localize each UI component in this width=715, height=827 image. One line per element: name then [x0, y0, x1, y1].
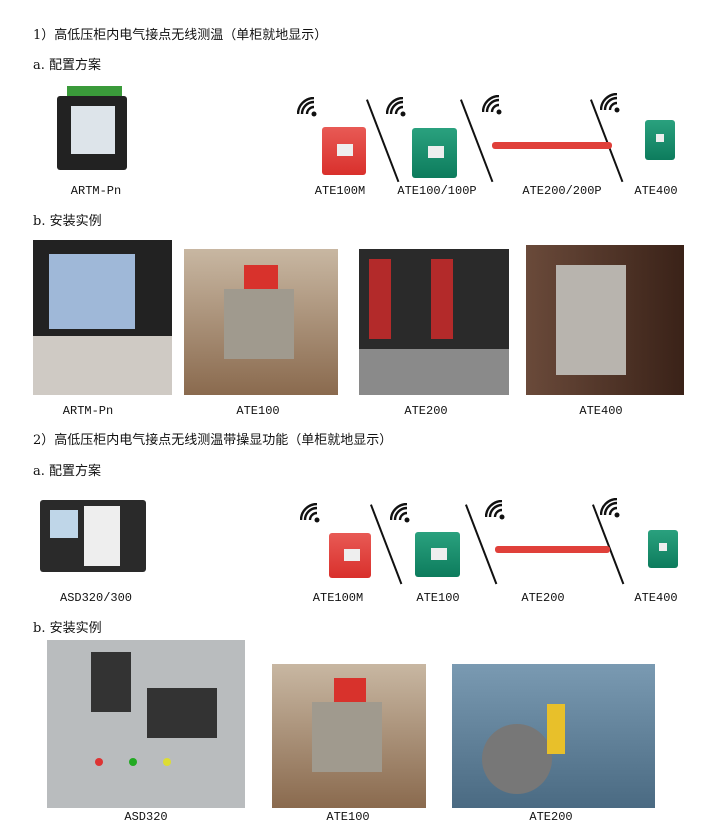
wifi-icon — [600, 498, 622, 520]
section2-config-label: a. 配置方案 — [33, 464, 102, 479]
wifi-icon — [390, 503, 412, 525]
config-label: ATE100 — [416, 591, 460, 605]
wifi-icon — [386, 97, 408, 119]
section1-config-label: a. 配置方案 — [33, 58, 102, 73]
ate400-image — [645, 120, 675, 160]
section2-heading: 2）高低压柜内电气接点无线测温带操显功能（单柜就地显示） — [33, 433, 393, 448]
install-label: ATE200 — [529, 810, 573, 824]
ate100-install-photo — [184, 249, 338, 395]
config-label: ATE100M — [314, 184, 366, 198]
ate100m-image — [322, 127, 366, 175]
wifi-icon — [600, 93, 622, 115]
install-label: ATE200 — [404, 404, 448, 418]
install-label: ATE100 — [326, 810, 370, 824]
section1-heading: 1）高低压柜内电气接点无线测温（单柜就地显示） — [33, 28, 328, 43]
wifi-icon — [300, 503, 322, 525]
ate100-image — [412, 128, 457, 178]
asd320-install-photo — [47, 640, 245, 808]
wifi-icon — [485, 500, 507, 522]
install-label: ATE400 — [579, 404, 623, 418]
ate100-image — [415, 532, 460, 577]
wifi-icon — [297, 97, 319, 119]
config-label: ATE200/200P — [522, 184, 602, 198]
wifi-icon — [482, 95, 504, 117]
install-label: ARTM-Pn — [62, 404, 114, 418]
ate200-image — [492, 142, 612, 149]
config-label: ATE200 — [521, 591, 565, 605]
ate200-image — [495, 546, 610, 553]
ate200-install-photo — [452, 664, 655, 808]
asd320-device-image — [40, 496, 146, 584]
config-label: ATE100/100P — [397, 184, 477, 198]
config-label: ARTM-Pn — [70, 184, 122, 198]
section2-install-label: b. 安装实例 — [33, 621, 102, 636]
ate400-install-photo — [526, 245, 684, 395]
artm-pn-install-photo — [33, 240, 172, 395]
config-label: ASD320/300 — [59, 591, 133, 605]
install-label: ASD320 — [124, 810, 168, 824]
ate100-install-photo — [272, 664, 426, 808]
config-label: ATE100M — [312, 591, 364, 605]
ate100m-image — [329, 533, 371, 578]
install-label: ATE100 — [236, 404, 280, 418]
config-label: ATE400 — [634, 184, 678, 198]
artm-pn-device-image — [57, 86, 145, 174]
ate400-image — [648, 530, 678, 568]
config-label: ATE400 — [634, 591, 678, 605]
ate200-install-photo — [359, 249, 509, 395]
section1-install-label: b. 安装实例 — [33, 214, 102, 229]
